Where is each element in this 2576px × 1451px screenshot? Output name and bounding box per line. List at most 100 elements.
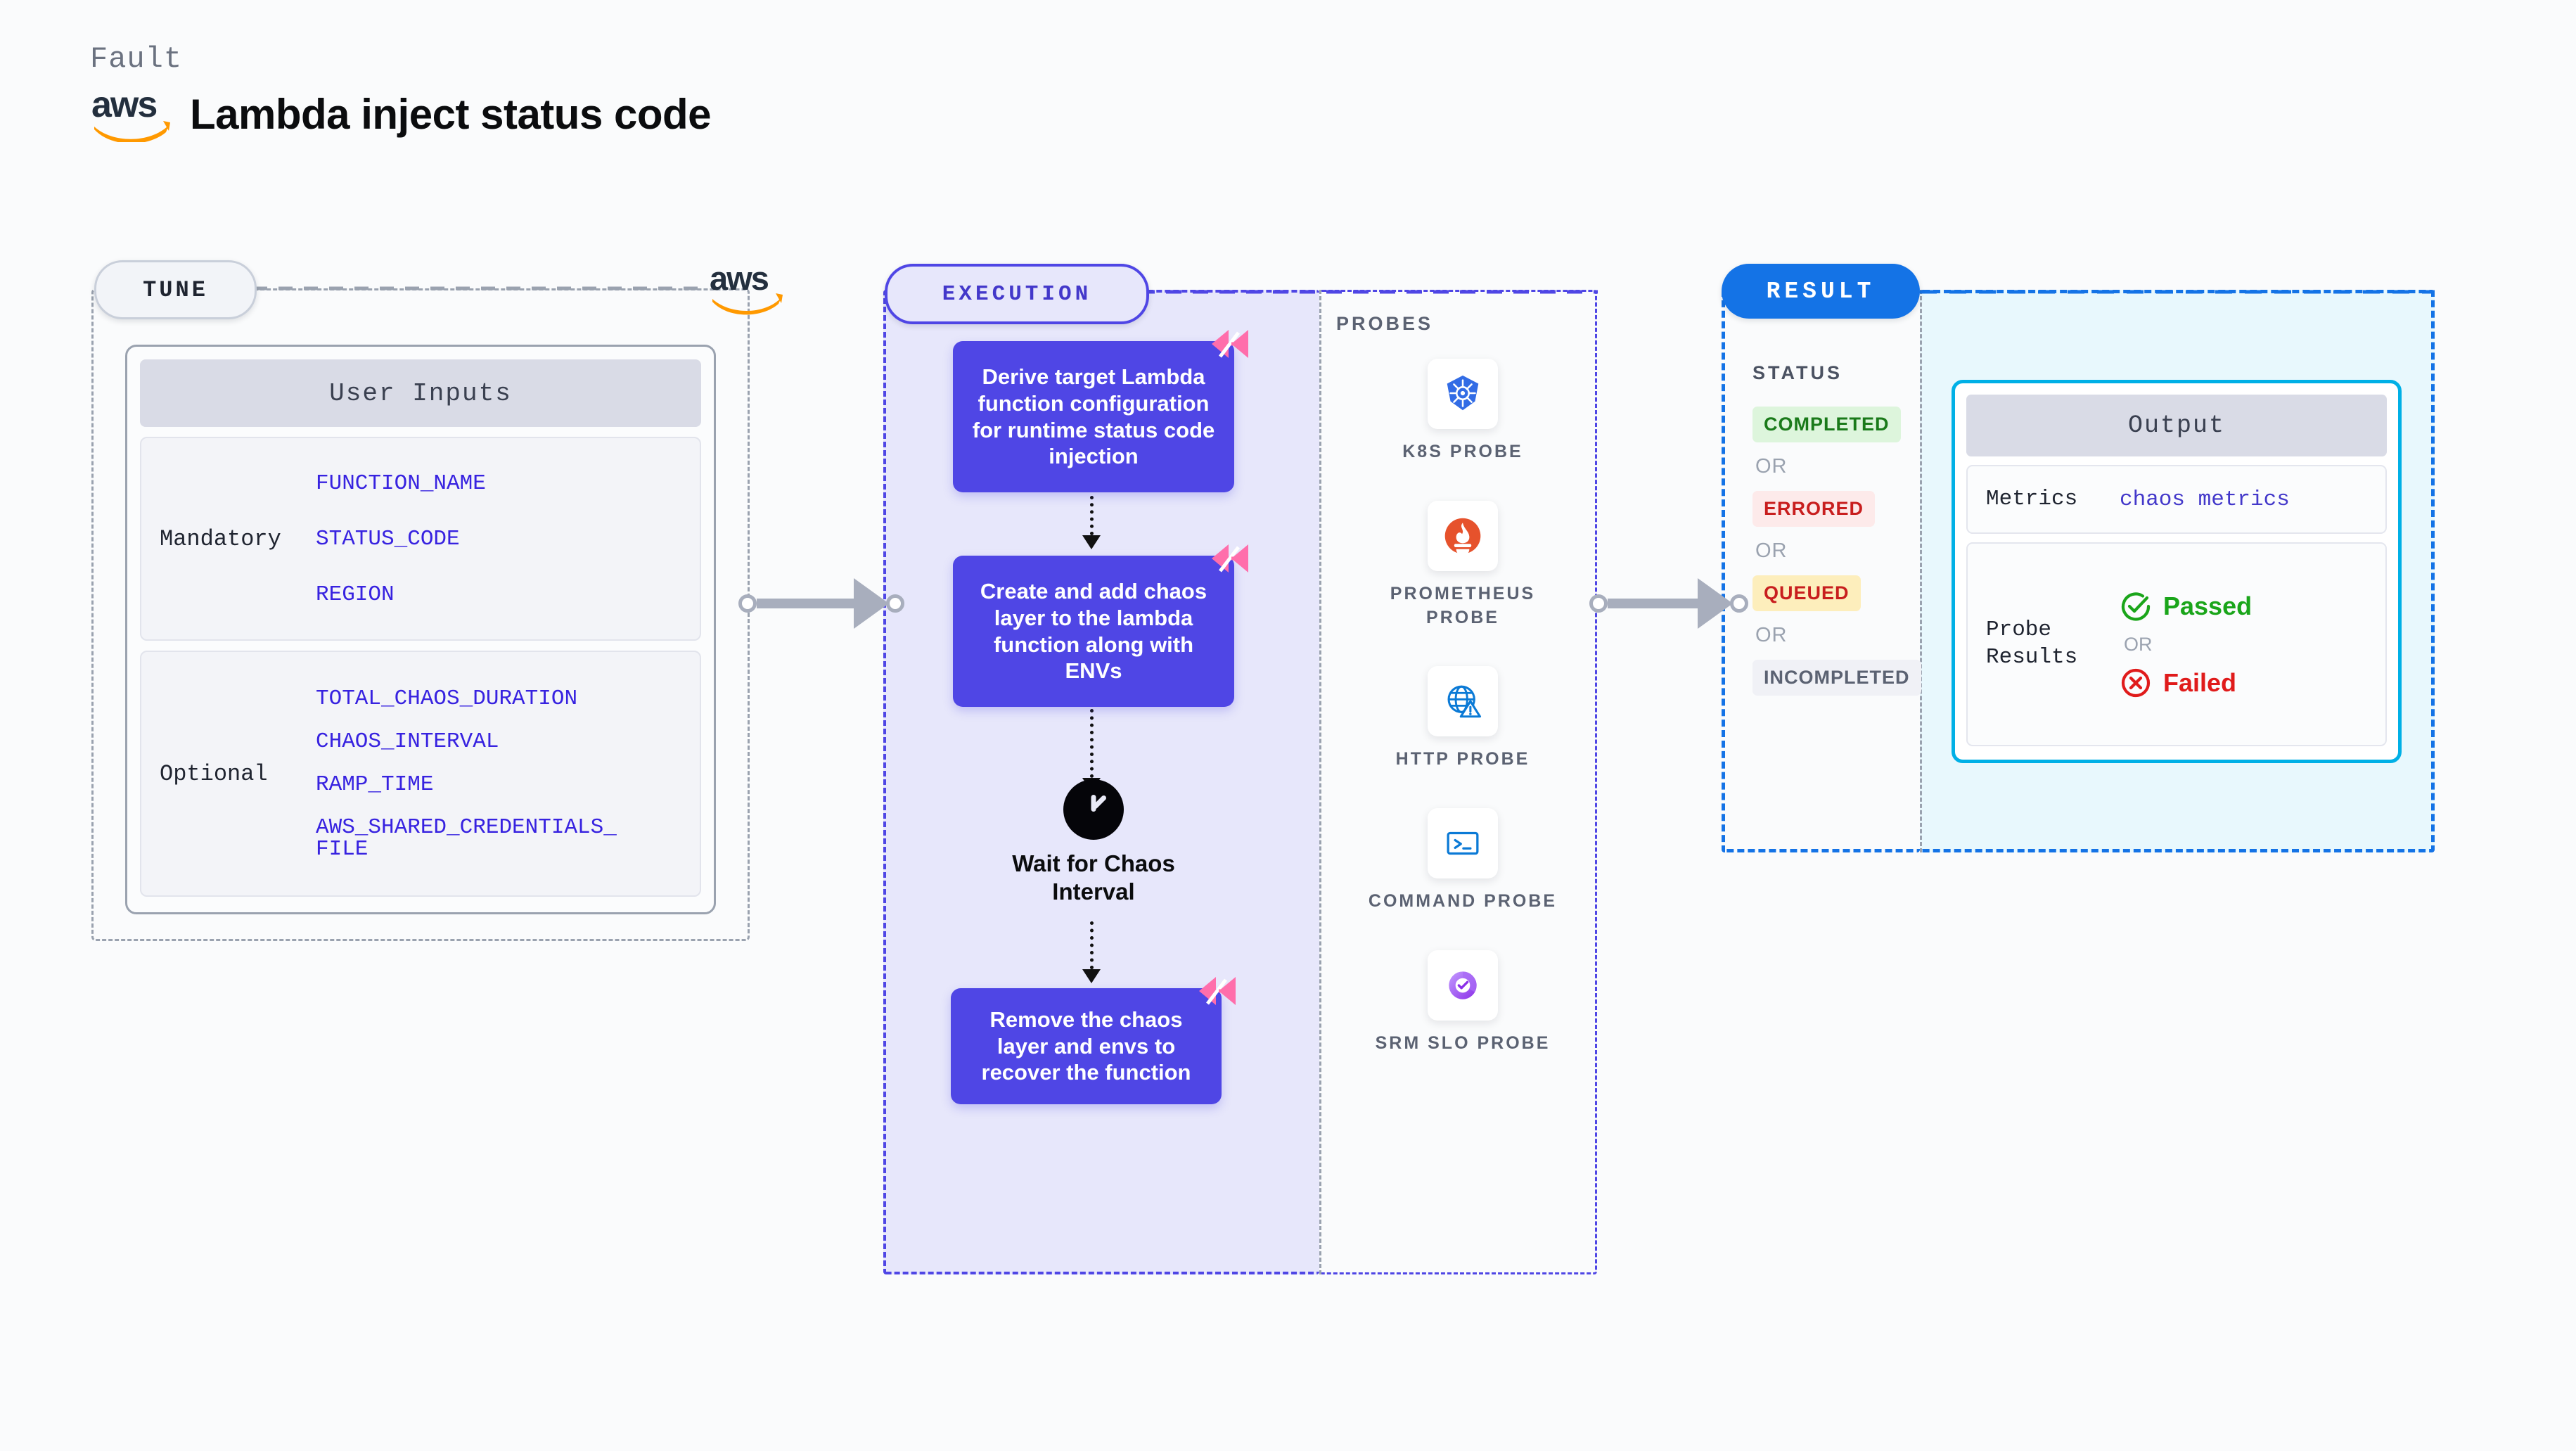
aws-provider-logo: aws [709, 260, 786, 315]
arrow-tip [1082, 969, 1101, 983]
input-group-optional: Optional TOTAL_CHAOS_DURATION CHAOS_INTE… [140, 651, 701, 897]
result-status-region [1722, 290, 1920, 852]
passed-label: Passed [2163, 591, 2253, 620]
status-or: OR [1755, 539, 1788, 562]
probe-label: K8S PROBE [1402, 442, 1523, 461]
kubernetes-icon [1428, 359, 1498, 429]
probe-label: HTTP PROBE [1395, 749, 1530, 769]
user-inputs-title: User Inputs [140, 359, 701, 427]
execution-step-box[interactable]: Derive target Lambda function configurat… [953, 330, 1248, 492]
page-header: Fault aws Lambda inject status code [90, 42, 712, 144]
connector-knob [1730, 594, 1748, 613]
clock-icon [1063, 779, 1124, 840]
status-or: OR [1755, 624, 1788, 646]
output-row-probe-results: Probe Results Passed OR [1966, 542, 2387, 746]
execution-step-box[interactable]: Remove the chaos layer and envs to recov… [951, 977, 1236, 1104]
connector-knob [886, 594, 904, 613]
status-badge-errored: ERRORED [1752, 491, 1876, 527]
probes-region [1319, 290, 1597, 1274]
harness-logo-icon [1210, 540, 1250, 577]
probe-item-k8s[interactable]: K8S PROBE [1364, 359, 1561, 464]
group-vars-optional: TOTAL_CHAOS_DURATION CHAOS_INTERVAL RAMP… [316, 677, 618, 871]
tune-region [91, 288, 750, 941]
input-var: AWS_SHARED_CREDENTIALS_FILE [316, 814, 617, 862]
result-pill-label: RESULT [1766, 278, 1876, 305]
group-vars-mandatory: FUNCTION_NAME STATUS_CODE REGION [316, 456, 486, 622]
execution-step-box[interactable]: Create and add chaos layer to the lambda… [953, 544, 1248, 707]
connector-bar [1608, 599, 1699, 608]
arrow-line [1089, 709, 1094, 778]
harness-logo-icon [1198, 973, 1237, 1009]
result-output-divider [1920, 290, 1922, 852]
terminal-icon [1428, 808, 1498, 878]
srm-slo-icon [1428, 950, 1498, 1021]
failed-label: Failed [2163, 667, 2237, 697]
wait-for-chaos-interval-node: Wait for Chaos Interval [970, 779, 1217, 907]
probe-result-or: OR [2124, 633, 2153, 655]
harness-logo-icon [1210, 326, 1250, 362]
status-badge-incompleted: INCOMPLETED [1752, 660, 1921, 696]
wait-node-label: Wait for Chaos Interval [1012, 850, 1175, 905]
http-globe-warning-icon [1428, 666, 1498, 737]
tune-pill-dashed-line [253, 286, 707, 290]
probe-label: COMMAND PROBE [1368, 891, 1558, 911]
result-top-dashed-line [1920, 290, 2435, 294]
flow-arrow [1081, 496, 1102, 551]
probe-item-prometheus[interactable]: PROMETHEUS PROBE [1364, 500, 1561, 630]
input-var: STATUS_CODE [316, 526, 460, 551]
probe-results-key: Probe Results [1986, 618, 2078, 670]
output-title: Output [1966, 395, 2387, 456]
arrow-tip [1082, 535, 1101, 549]
group-label-optional: Optional [160, 760, 268, 787]
input-var: CHAOS_INTERVAL [316, 729, 499, 754]
output-card: Output Metrics chaos metrics Probe Resul… [1952, 380, 2402, 763]
probe-item-srm-slo[interactable]: SRM SLO PROBE [1364, 950, 1561, 1056]
output-row-metrics: Metrics chaos metrics [1966, 465, 2387, 534]
probes-title: PROBES [1336, 313, 1434, 334]
arrow-line [1089, 496, 1094, 535]
user-inputs-card: User Inputs Mandatory FUNCTION_NAME STAT… [125, 345, 716, 914]
page-title: Lambda inject status code [190, 90, 712, 138]
execution-probes-divider [1319, 290, 1321, 1274]
status-or: OR [1755, 455, 1788, 478]
connector-arrowhead [854, 578, 889, 629]
execution-stage-pill[interactable]: EXECUTION [885, 264, 1149, 324]
connector-knob [1589, 594, 1608, 613]
probe-result-passed: Passed [2120, 590, 2252, 622]
fault-kind-label: Fault [90, 42, 183, 76]
connector-execution-to-result [1589, 578, 1748, 629]
probe-item-http[interactable]: HTTP PROBE [1364, 666, 1561, 772]
clock-hand-hour [1091, 795, 1096, 812]
svg-text:aws: aws [91, 86, 156, 125]
execution-pill-label: EXECUTION [942, 281, 1092, 307]
probe-label: PROMETHEUS PROBE [1390, 583, 1536, 627]
execution-step-text: Create and add chaos layer to the lambda… [980, 578, 1207, 684]
execution-top-dashed-line [1139, 290, 1598, 294]
metrics-key: Metrics [1986, 486, 2078, 511]
x-circle-icon [2120, 667, 2152, 699]
probe-result-values: Passed OR Failed [2120, 590, 2252, 699]
input-var: REGION [316, 582, 395, 607]
input-var: FUNCTION_NAME [316, 471, 486, 496]
connector-knob [738, 594, 757, 613]
aws-logo: aws [90, 84, 174, 144]
svg-text:aws: aws [710, 262, 769, 297]
tune-pill-label: TUNE [143, 276, 208, 303]
input-var: RAMP_TIME [316, 772, 434, 797]
status-title: STATUS [1752, 362, 1843, 383]
probe-list: K8S PROBE PROMETHEUS PROBE [1364, 359, 1561, 1092]
connector-bar [757, 599, 855, 608]
connector-tune-to-execution [738, 578, 904, 629]
metrics-value: chaos metrics [2120, 487, 2290, 512]
result-stage-pill[interactable]: RESULT [1722, 264, 1920, 319]
group-label-mandatory: Mandatory [160, 525, 281, 552]
tune-stage-pill[interactable]: TUNE [94, 260, 257, 319]
input-var: TOTAL_CHAOS_DURATION [316, 686, 578, 711]
prometheus-icon [1428, 500, 1498, 571]
connector-arrowhead [1698, 578, 1733, 629]
execution-step-text: Derive target Lambda function configurat… [972, 364, 1215, 469]
arrow-line [1089, 921, 1094, 969]
probe-item-command[interactable]: COMMAND PROBE [1364, 808, 1561, 914]
flow-arrow [1081, 921, 1102, 985]
status-badge-completed: COMPLETED [1752, 407, 1901, 442]
